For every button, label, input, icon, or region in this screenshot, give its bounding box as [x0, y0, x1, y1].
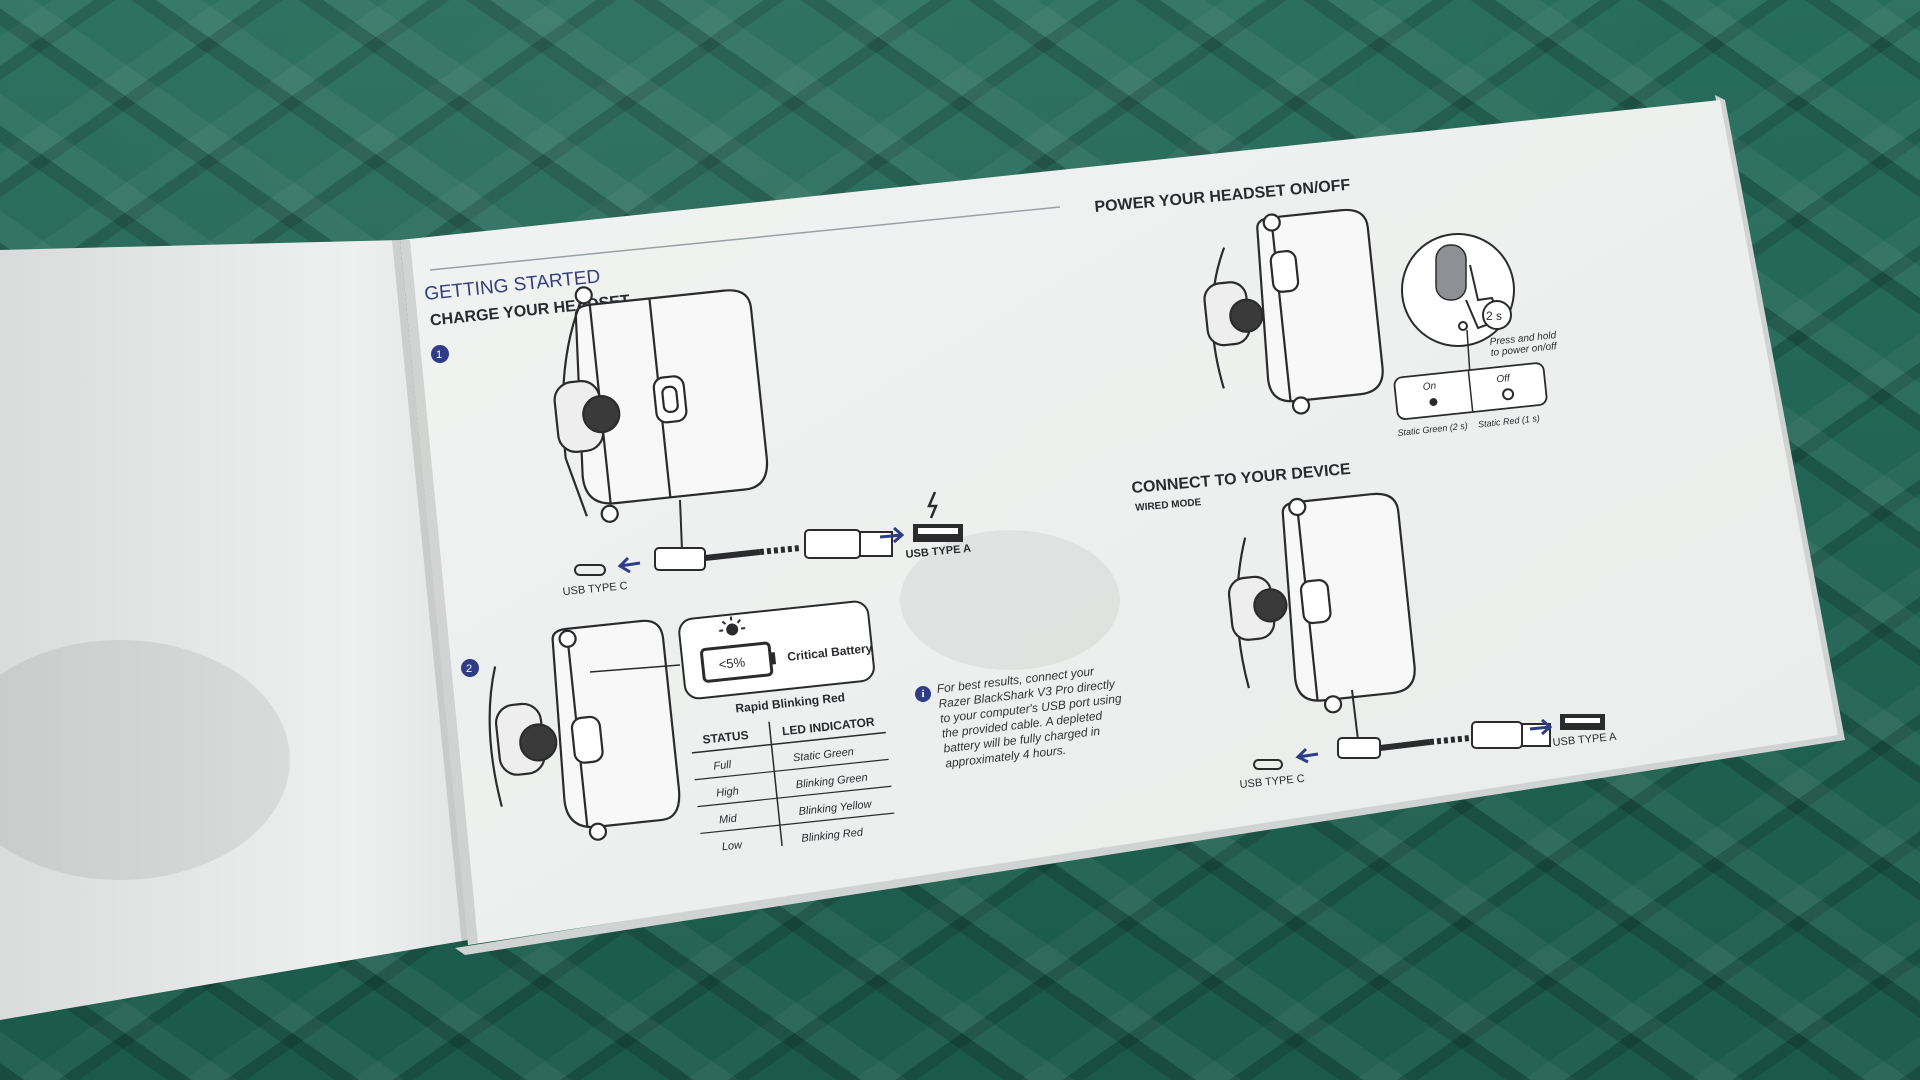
usb-cable-wired — [1337, 689, 1551, 759]
hand-shadow — [0, 640, 290, 880]
step-2-number: 2 — [466, 663, 472, 675]
usb-cable-charging — [654, 499, 893, 571]
left-page — [0, 240, 468, 1020]
table-cell: High — [716, 785, 740, 799]
spine-shadow — [392, 240, 478, 945]
led-on-dot — [1429, 398, 1438, 407]
table-cell: Full — [713, 759, 732, 773]
headset-illustration-power — [1203, 208, 1384, 415]
step-2-badge — [461, 659, 479, 677]
callout-pointer — [589, 664, 681, 673]
headset-illustration-battery — [488, 619, 681, 841]
arrow-right-icon — [879, 526, 905, 544]
power-pointer — [1466, 329, 1471, 376]
arrow-left-icon-wired — [1295, 747, 1319, 764]
power-off-label: Off — [1496, 373, 1512, 385]
arrow-left-icon — [617, 556, 641, 574]
table-row: Full Static Green — [694, 746, 889, 781]
hold-time-label: 2 s — [1486, 309, 1502, 323]
phone-shadow — [900, 530, 1120, 670]
usb-c-port-icon — [574, 564, 606, 576]
table-header-status: STATUS — [702, 728, 749, 747]
headset-illustration-wired — [1227, 492, 1416, 714]
power-led-dot — [1458, 321, 1468, 331]
power-button-icon — [1435, 244, 1467, 301]
step-1-badge — [431, 345, 449, 363]
lightning-icon — [927, 491, 938, 519]
usb-c-port-icon-wired — [1253, 759, 1283, 770]
power-on-label: On — [1422, 381, 1437, 393]
table-cell: Low — [721, 839, 743, 853]
hold-timer-icon — [1482, 300, 1512, 330]
arrow-right-icon-wired — [1529, 718, 1553, 736]
led-glow-icon — [719, 616, 746, 636]
led-off-dot — [1502, 388, 1515, 401]
step-1-number: 1 — [436, 349, 442, 361]
battery-percent: <5% — [718, 654, 746, 672]
table-cell: Mid — [718, 813, 738, 827]
info-icon: i — [915, 686, 931, 702]
headset-illustration-charging — [553, 286, 769, 523]
header-rule — [429, 206, 1061, 271]
